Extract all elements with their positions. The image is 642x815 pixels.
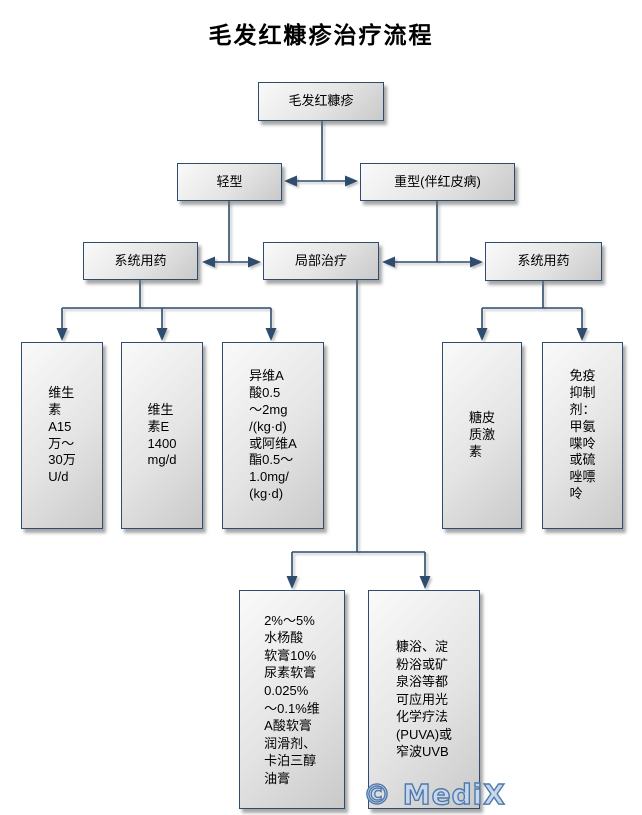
arrow-into-glucocorticoid xyxy=(476,328,488,341)
arrow-into-retinoid xyxy=(265,328,277,341)
connector-systemic-left-bus xyxy=(61,280,272,329)
connector-root-split xyxy=(295,120,347,182)
node-immunosuppressant-label: 免疫 抑制 剂： 甲氨 喋呤 或硫 唑嘌 呤 xyxy=(569,367,596,502)
node-topical-ointments-label: 2%～5% 水杨酸 软膏10% 尿素软膏 0.025% ～0.1%维 A酸软膏 … xyxy=(264,612,320,786)
node-retinoid-label: 异维A 酸0.5 ～2mg /(kg·d) 或阿维A 酯0.5～ 1.0mg/ … xyxy=(249,367,297,502)
arrow-into-systemic-right xyxy=(470,256,483,268)
diagram-title: 毛发红糠疹治疗流程 xyxy=(208,22,434,48)
arrow-into-systemic-left xyxy=(202,256,215,268)
node-glucocorticoid-label: 糖皮 质激 素 xyxy=(468,410,495,459)
node-local-treatment-label: 局部治疗 xyxy=(294,252,347,268)
arrow-into-local-left xyxy=(248,256,261,268)
arrow-into-vitamin-a xyxy=(56,328,68,341)
node-vitamin-a-label: 维生 素 A15 万～ 30万 U/d xyxy=(48,384,76,485)
node-retinoid: 异维A 酸0.5 ～2mg /(kg·d) 或阿维A 酯0.5～ 1.0mg/ … xyxy=(222,342,324,529)
connector-mild-split xyxy=(213,201,250,263)
arrow-into-local-right xyxy=(382,256,395,268)
node-systemic-left: 系统用药 xyxy=(83,242,198,280)
node-severe-label: 重型(伴红皮病) xyxy=(394,173,481,189)
arrow-into-severe xyxy=(345,175,358,187)
node-glucocorticoid: 糖皮 质激 素 xyxy=(442,342,522,529)
node-systemic-left-label: 系统用药 xyxy=(114,252,167,268)
watermark: © MediX xyxy=(362,777,506,811)
connector-local-bus xyxy=(291,280,426,577)
node-vitamin-e-label: 维生 素E 1400 mg/d xyxy=(147,401,177,468)
node-vitamin-e: 维生 素E 1400 mg/d xyxy=(121,342,203,529)
arrow-into-vitamin-e xyxy=(156,328,168,341)
arrow-into-topical xyxy=(286,576,298,589)
node-baths-phototherapy: 糠浴、淀 粉浴或矿 泉浴等都 可应用光 化学疗法 (PUVA)或 窄波UVB xyxy=(368,590,480,809)
arrow-into-immunosuppressant xyxy=(576,328,588,341)
node-immunosuppressant: 免疫 抑制 剂： 甲氨 喋呤 或硫 唑嘌 呤 xyxy=(542,342,623,529)
arrow-into-mild xyxy=(284,175,297,187)
connector-severe-split xyxy=(393,201,471,263)
arrow-into-bath-uv xyxy=(419,576,431,589)
node-vitamin-a: 维生 素 A15 万～ 30万 U/d xyxy=(21,342,103,529)
connector-systemic-right-bus xyxy=(481,281,583,329)
node-root: 毛发红糠疹 xyxy=(258,82,384,121)
node-local-treatment: 局部治疗 xyxy=(263,242,379,280)
node-mild-label: 轻型 xyxy=(216,173,243,189)
node-systemic-right: 系统用药 xyxy=(485,242,602,281)
node-root-label: 毛发红糠疹 xyxy=(288,93,354,109)
node-severe: 重型(伴红皮病) xyxy=(360,163,515,201)
node-mild: 轻型 xyxy=(177,163,282,201)
node-systemic-right-label: 系统用药 xyxy=(517,253,570,269)
node-baths-phototherapy-label: 糠浴、淀 粉浴或矿 泉浴等都 可应用光 化学疗法 (PUVA)或 窄波UVB xyxy=(395,639,453,760)
node-topical-ointments: 2%～5% 水杨酸 软膏10% 尿素软膏 0.025% ～0.1%维 A酸软膏 … xyxy=(239,590,345,809)
